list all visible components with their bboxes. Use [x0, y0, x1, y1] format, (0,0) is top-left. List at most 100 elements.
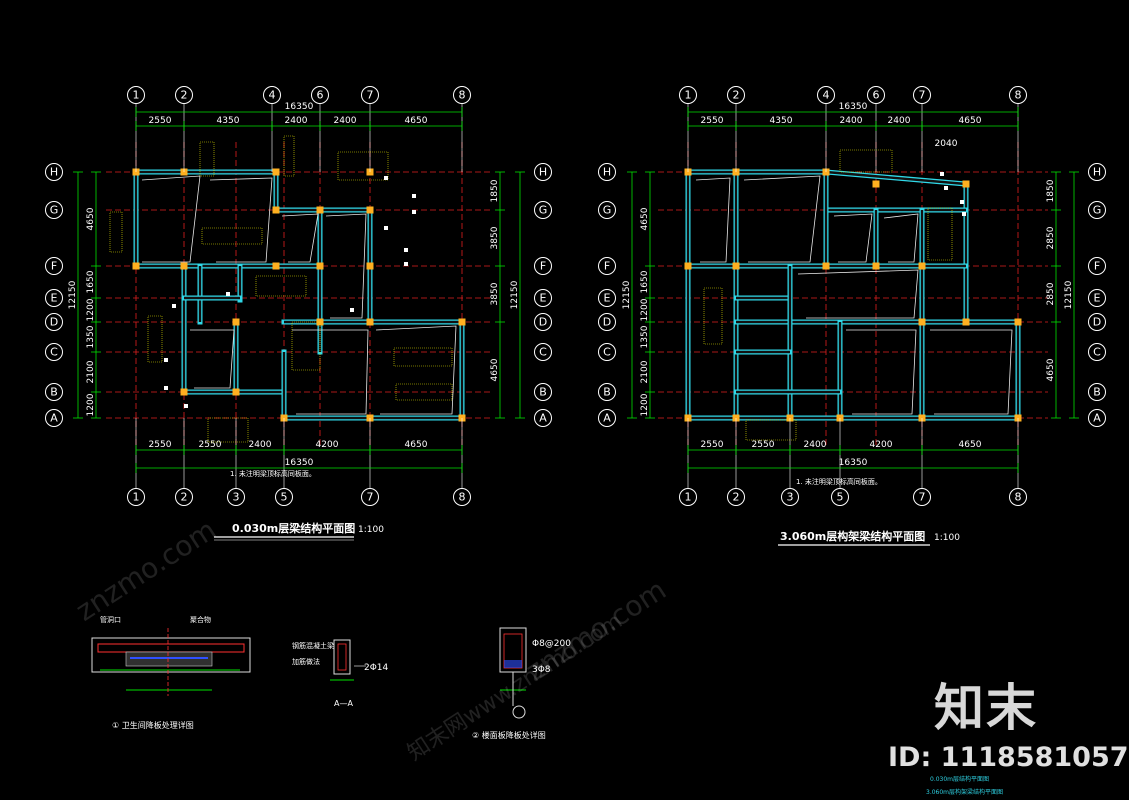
axis-bubble-top-label: 6 [873, 89, 880, 102]
axis-bubble-right [534, 163, 552, 181]
axis-bubble-bottom-label: 8 [1015, 491, 1022, 504]
axis-bubble-top-label: 2 [733, 89, 740, 102]
axis-bubble-right-label: A [1093, 412, 1101, 425]
dim-top-text: 2400 [334, 116, 357, 126]
axis-bubble-left-label: C [603, 346, 611, 359]
axis-bubble-left-label: E [604, 292, 611, 305]
axis-bubble-bottom [453, 488, 471, 506]
column [272, 168, 280, 176]
axis-bubble-bottom-label: 7 [919, 491, 926, 504]
axis-bubble-bottom [275, 488, 293, 506]
slab-outline [375, 325, 457, 415]
detail2-section: A—A [334, 699, 353, 708]
axis-bubble-right-label: G [539, 204, 548, 217]
column [316, 262, 324, 270]
beam-annotation [199, 141, 215, 177]
beam-annotation [703, 287, 723, 345]
detail3-dim-a: Φ8@200 [532, 639, 571, 649]
legend-line-2: 3.060m层构架梁结构平面图 [926, 789, 1004, 796]
plan2-note: 1. 未注明梁顶标高同板面。 [796, 477, 882, 486]
dim-top-total-text: 16350 [285, 102, 314, 112]
axis-bubble-left-label: D [603, 316, 611, 329]
column [366, 206, 374, 214]
axis-bubble-top-label: 7 [919, 89, 926, 102]
axis-bubble-top-label: 4 [269, 89, 276, 102]
slab-outline [930, 329, 1013, 415]
dim-bottom-text: 2550 [752, 440, 775, 450]
axis-bubble-top [679, 86, 697, 104]
axis-bubble-bottom-label: 2 [181, 491, 188, 504]
axis-bubble-left [45, 289, 63, 307]
axis-bubble-left [598, 257, 616, 275]
axis-bubble-right-label: G [1093, 204, 1102, 217]
axis-bubble-right [1088, 383, 1106, 401]
slab-outline [325, 213, 367, 319]
column [458, 318, 466, 326]
section-mark [384, 226, 388, 230]
axis-bubble-left-label: A [603, 412, 611, 425]
detail-1-drawing: 管洞口 聚合物 ① 卫生间降板处理详图 [91, 615, 251, 730]
slab-outline [833, 213, 873, 263]
axis-bubble-left [598, 201, 616, 219]
dim-left-text: 1200 [86, 298, 96, 321]
detail1-label-a: 管洞口 [100, 615, 121, 624]
axis-bubble-left-label: G [603, 204, 612, 217]
dim-right-text: 1850 [490, 179, 500, 202]
watermark-logo: 知末 [934, 679, 1038, 737]
axis-bubble-right-label: A [539, 412, 547, 425]
axis-bubble-right [534, 257, 552, 275]
slab-outline [190, 329, 235, 389]
axis-bubble-right [534, 343, 552, 361]
section-mark [940, 172, 944, 176]
slab-outline [695, 177, 731, 263]
column [180, 388, 188, 396]
beam-annotation [839, 149, 893, 173]
axis-bubble-left-label: H [50, 166, 58, 179]
axis-bubble-left-label: B [50, 386, 58, 399]
axis-bubble-left-label: F [604, 260, 610, 273]
dim-left-text: 4650 [86, 207, 96, 230]
dim-bottom-text: 4650 [959, 440, 982, 450]
dim-top-text: 2400 [888, 116, 911, 126]
axis-bubble-right [534, 289, 552, 307]
dim-top-text: 4350 [770, 116, 793, 126]
axis-bubble-right-label: D [539, 316, 547, 329]
plan1-note: 1. 未注明梁顶标高同板面。 [230, 469, 316, 478]
axis-bubble-right-label: B [539, 386, 547, 399]
axis-bubble-left-label: E [51, 292, 58, 305]
beam-annotation [393, 347, 453, 367]
slab-outline [883, 213, 919, 263]
detail-3-drawing: Φ8@200 3Φ8 ② 楼面板降板处详图 [472, 627, 571, 740]
section-mark [960, 200, 964, 204]
column [962, 180, 970, 188]
axis-bubble-top-label: 6 [317, 89, 324, 102]
axis-bubble-top [453, 86, 471, 104]
dim-right-text: 2850 [1046, 282, 1056, 305]
axis-bubble-bottom-label: 7 [367, 491, 374, 504]
detail1-label-b: 聚合物 [190, 615, 211, 624]
axis-bubble-bottom [127, 488, 145, 506]
column [316, 206, 324, 214]
dim-left-text: 1650 [86, 270, 96, 293]
dim-right-text: 1850 [1046, 179, 1056, 202]
column [180, 262, 188, 270]
column [918, 318, 926, 326]
beam-annotation [283, 135, 295, 177]
slab-outline [797, 269, 919, 319]
section-mark [412, 194, 416, 198]
axis-bubble-top-label: 8 [1015, 89, 1022, 102]
dim-left-text: 1200 [640, 393, 650, 416]
beam-annotation [147, 315, 163, 363]
detail2-label-b: 加筋做法 [292, 657, 320, 666]
dim-bottom-text: 2400 [804, 440, 827, 450]
column [918, 262, 926, 270]
axis-bubble-bottom [175, 488, 193, 506]
dim-top-total-text: 16350 [839, 102, 868, 112]
axis-bubble-top [867, 86, 885, 104]
dim-top-text: 2400 [285, 116, 308, 126]
dim-bottom-total-text: 16350 [839, 458, 868, 468]
axis-bubble-top [263, 86, 281, 104]
beam-annotation [291, 321, 321, 371]
